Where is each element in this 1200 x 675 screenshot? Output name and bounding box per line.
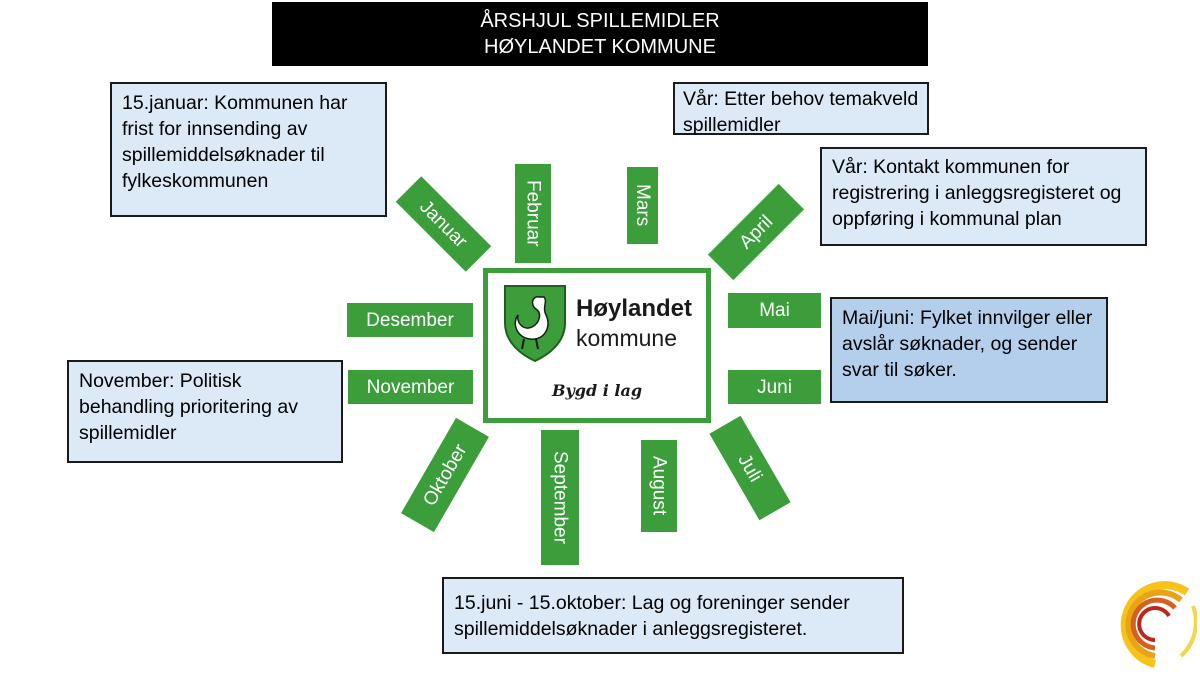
- month-july: Juli: [709, 415, 791, 521]
- slogan: Bygd i lag: [551, 381, 643, 400]
- month-october: Oktober: [401, 417, 489, 533]
- note-may-june: Mai/juni: Fylket innvilger eller avslår …: [830, 297, 1108, 403]
- month-february: Februar: [515, 164, 551, 263]
- center-logo-box: Høylandet kommune Bygd i lag: [483, 268, 711, 423]
- note-spring-contact: Vår: Kontakt kommunen for registrering i…: [820, 147, 1147, 246]
- month-august: August: [641, 440, 677, 532]
- logo-subtitle: kommune: [576, 325, 677, 351]
- month-april: April: [707, 183, 805, 281]
- month-january: Januar: [395, 176, 492, 272]
- note-january: 15.januar: Kommunen har frist for innsen…: [110, 82, 387, 217]
- note-spring-meeting: Vår: Etter behov temakveld spillemidler: [673, 82, 929, 136]
- month-march: Mars: [627, 167, 658, 244]
- month-november: November: [348, 370, 473, 404]
- month-may: Mai: [728, 293, 821, 328]
- month-june: Juni: [728, 370, 821, 404]
- note-june-october: 15.juni - 15.oktober: Lag og foreninger …: [442, 577, 904, 654]
- title-line-1: ÅRSHJUL SPILLEMIDLER: [480, 10, 720, 32]
- title-line-2: HØYLANDET KOMMUNE: [484, 36, 716, 58]
- month-december: Desember: [347, 303, 473, 337]
- logo-name: Høylandet: [576, 295, 693, 322]
- title-bar: ÅRSHJUL SPILLEMIDLER HØYLANDET KOMMUNE: [272, 2, 928, 66]
- note-november: November: Politisk behandling prioriteri…: [67, 360, 343, 463]
- month-september: September: [541, 430, 579, 565]
- arc-rings-icon: [1120, 581, 1197, 668]
- swan-shield-icon: [504, 285, 566, 363]
